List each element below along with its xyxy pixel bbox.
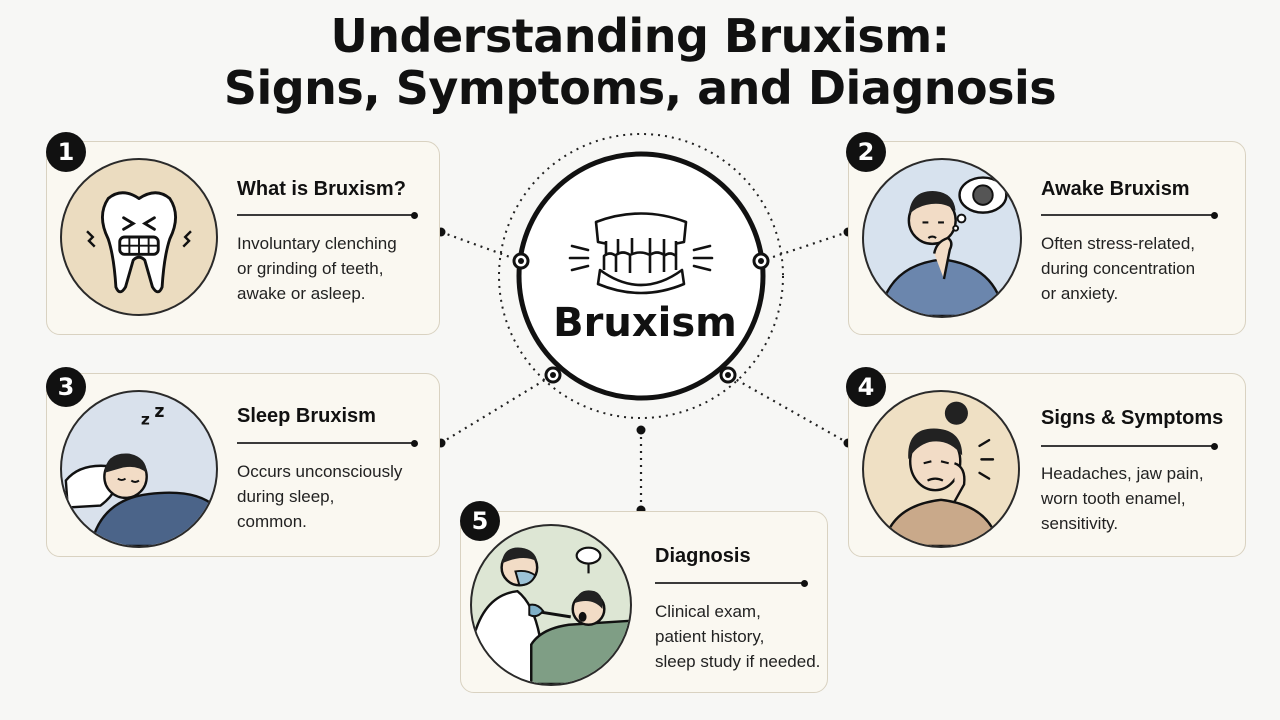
- card-description-line: awake or asleep.: [237, 284, 366, 303]
- card-divider-3: [237, 440, 418, 446]
- card-divider-4: [1041, 443, 1218, 449]
- dentist-exam-icon: [470, 524, 632, 686]
- card-description-line: Clinical exam,: [655, 602, 761, 621]
- card-title-4: Signs & Symptoms: [1041, 407, 1224, 429]
- card-title-1: What is Bruxism?: [237, 178, 406, 200]
- step-badge-1: 1: [46, 132, 86, 172]
- card-description-line: sensitivity.: [1041, 514, 1119, 533]
- card-description-line: during concentration: [1041, 259, 1196, 278]
- card-title-5: Diagnosis: [655, 545, 751, 567]
- jaw-pain-icon: [862, 390, 1020, 548]
- connector-line-3: [440, 374, 554, 444]
- page-title-line-2: Signs, Symptoms, and Diagnosis: [223, 61, 1057, 115]
- connector-line-1: [440, 230, 522, 263]
- hub-circle: [516, 151, 766, 401]
- step-badge-3: 3: [46, 367, 86, 407]
- card-title-3: Sleep Bruxism: [237, 405, 376, 427]
- page-title-line-1: Understanding Bruxism:: [330, 9, 950, 63]
- connector-line-2: [760, 230, 849, 263]
- sleeping-person-icon: z z: [60, 390, 218, 548]
- svg-text:z: z: [141, 411, 150, 429]
- card-description-5: Clinical exam, patient history, sleep st…: [655, 599, 820, 674]
- stressed-person-icon: [862, 158, 1022, 318]
- card-description-line: Involuntary clenching: [237, 234, 397, 253]
- card-divider-2: [1041, 212, 1218, 218]
- card-description-2: Often stress-related, during concentrati…: [1041, 231, 1195, 306]
- card-description-line: patient history,: [655, 627, 765, 646]
- card-description-line: worn tooth enamel,: [1041, 489, 1186, 508]
- card-description-line: Often stress-related,: [1041, 234, 1196, 253]
- step-badge-2: 2: [846, 132, 886, 172]
- card-description-line: Headaches, jaw pain,: [1041, 464, 1204, 483]
- hub-label: Bruxism: [553, 300, 737, 346]
- card-description-1: Involuntary clenching or grinding of tee…: [237, 231, 397, 306]
- card-description-line: or grinding of teeth,: [237, 259, 384, 278]
- card-description-line: or anxiety.: [1041, 284, 1119, 303]
- card-description-3: Occurs unconsciously during sleep, commo…: [237, 459, 402, 534]
- teeth-motion-lines-icon: [568, 244, 714, 272]
- step-badge-5: 5: [460, 501, 500, 541]
- card-divider-1: [237, 212, 418, 218]
- card-description-line: common.: [237, 512, 307, 531]
- card-title-2: Awake Bruxism: [1041, 178, 1190, 200]
- svg-text:z: z: [154, 402, 164, 422]
- card-divider-5: [655, 580, 808, 586]
- card-description-line: during sleep,: [237, 487, 335, 506]
- connector-line-4: [727, 374, 849, 444]
- card-description-line: sleep study if needed.: [655, 652, 821, 671]
- step-badge-4: 4: [846, 367, 886, 407]
- card-description-4: Headaches, jaw pain, worn tooth enamel, …: [1041, 461, 1204, 536]
- card-description-line: Occurs unconsciously: [237, 462, 403, 481]
- page-title: Understanding Bruxism: Signs, Symptoms, …: [0, 10, 1280, 114]
- teeth-icon: [594, 212, 688, 295]
- hub-outer-dotted-ring: [498, 133, 784, 419]
- grimacing-tooth-icon: [60, 158, 218, 316]
